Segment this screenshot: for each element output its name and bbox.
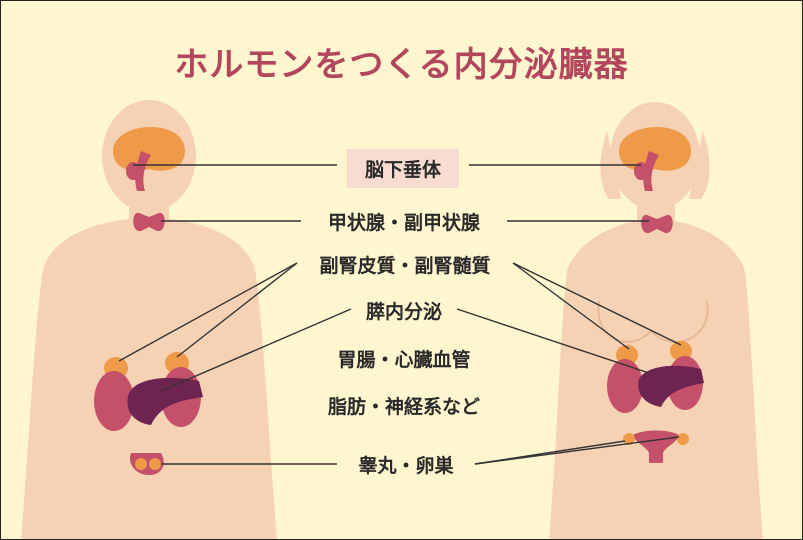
label-pancreas: 膵内分泌 xyxy=(357,297,451,324)
line-adrenal-right-2 xyxy=(512,262,682,346)
male-testis-left xyxy=(135,458,147,470)
label-adrenal: 副腎皮質・副腎髄質 xyxy=(311,251,499,278)
label-gonads: 睾丸・卵巣 xyxy=(350,451,462,478)
label-thyroid: 甲状腺・副甲状腺 xyxy=(319,208,489,235)
female-kidney-left xyxy=(607,359,643,413)
line-gonads-right-2 xyxy=(474,436,680,465)
leader-lines xyxy=(118,164,682,465)
line-adrenal-left-2 xyxy=(176,262,298,358)
female-pituitary-stalk xyxy=(643,151,659,191)
line-pancreas-left xyxy=(160,308,352,392)
male-pituitary-stalk xyxy=(135,151,151,191)
line-adrenal-right-1 xyxy=(512,262,630,350)
male-organs xyxy=(94,126,203,475)
male-pituitary xyxy=(126,162,140,180)
female-brain xyxy=(619,126,691,171)
female-pancreas xyxy=(638,365,704,407)
female-adrenal-right xyxy=(670,341,692,361)
label-fat-nerve: 脂肪・神経系など xyxy=(319,392,489,419)
male-kidney-left xyxy=(94,371,134,431)
female-pituitary xyxy=(634,162,648,180)
male-testis-right xyxy=(149,458,161,470)
male-pancreas xyxy=(127,377,203,425)
label-pituitary: 脳下垂体 xyxy=(346,149,460,188)
female-organs xyxy=(607,126,704,463)
female-hair-right xyxy=(689,131,710,199)
label-gut-heart: 胃腸・心臓血管 xyxy=(329,345,479,372)
female-ovary-left xyxy=(623,433,635,445)
female-thyroid xyxy=(641,214,673,234)
male-brain xyxy=(113,126,185,171)
male-abdomen xyxy=(61,341,237,539)
male-body xyxy=(21,100,277,539)
line-adrenal-left-1 xyxy=(118,262,298,362)
female-ovary-right xyxy=(677,433,689,445)
diagram-title: ホルモンをつくる内分泌臓器 xyxy=(174,45,629,85)
line-pancreas-right xyxy=(456,308,650,374)
male-thyroid xyxy=(133,212,165,232)
